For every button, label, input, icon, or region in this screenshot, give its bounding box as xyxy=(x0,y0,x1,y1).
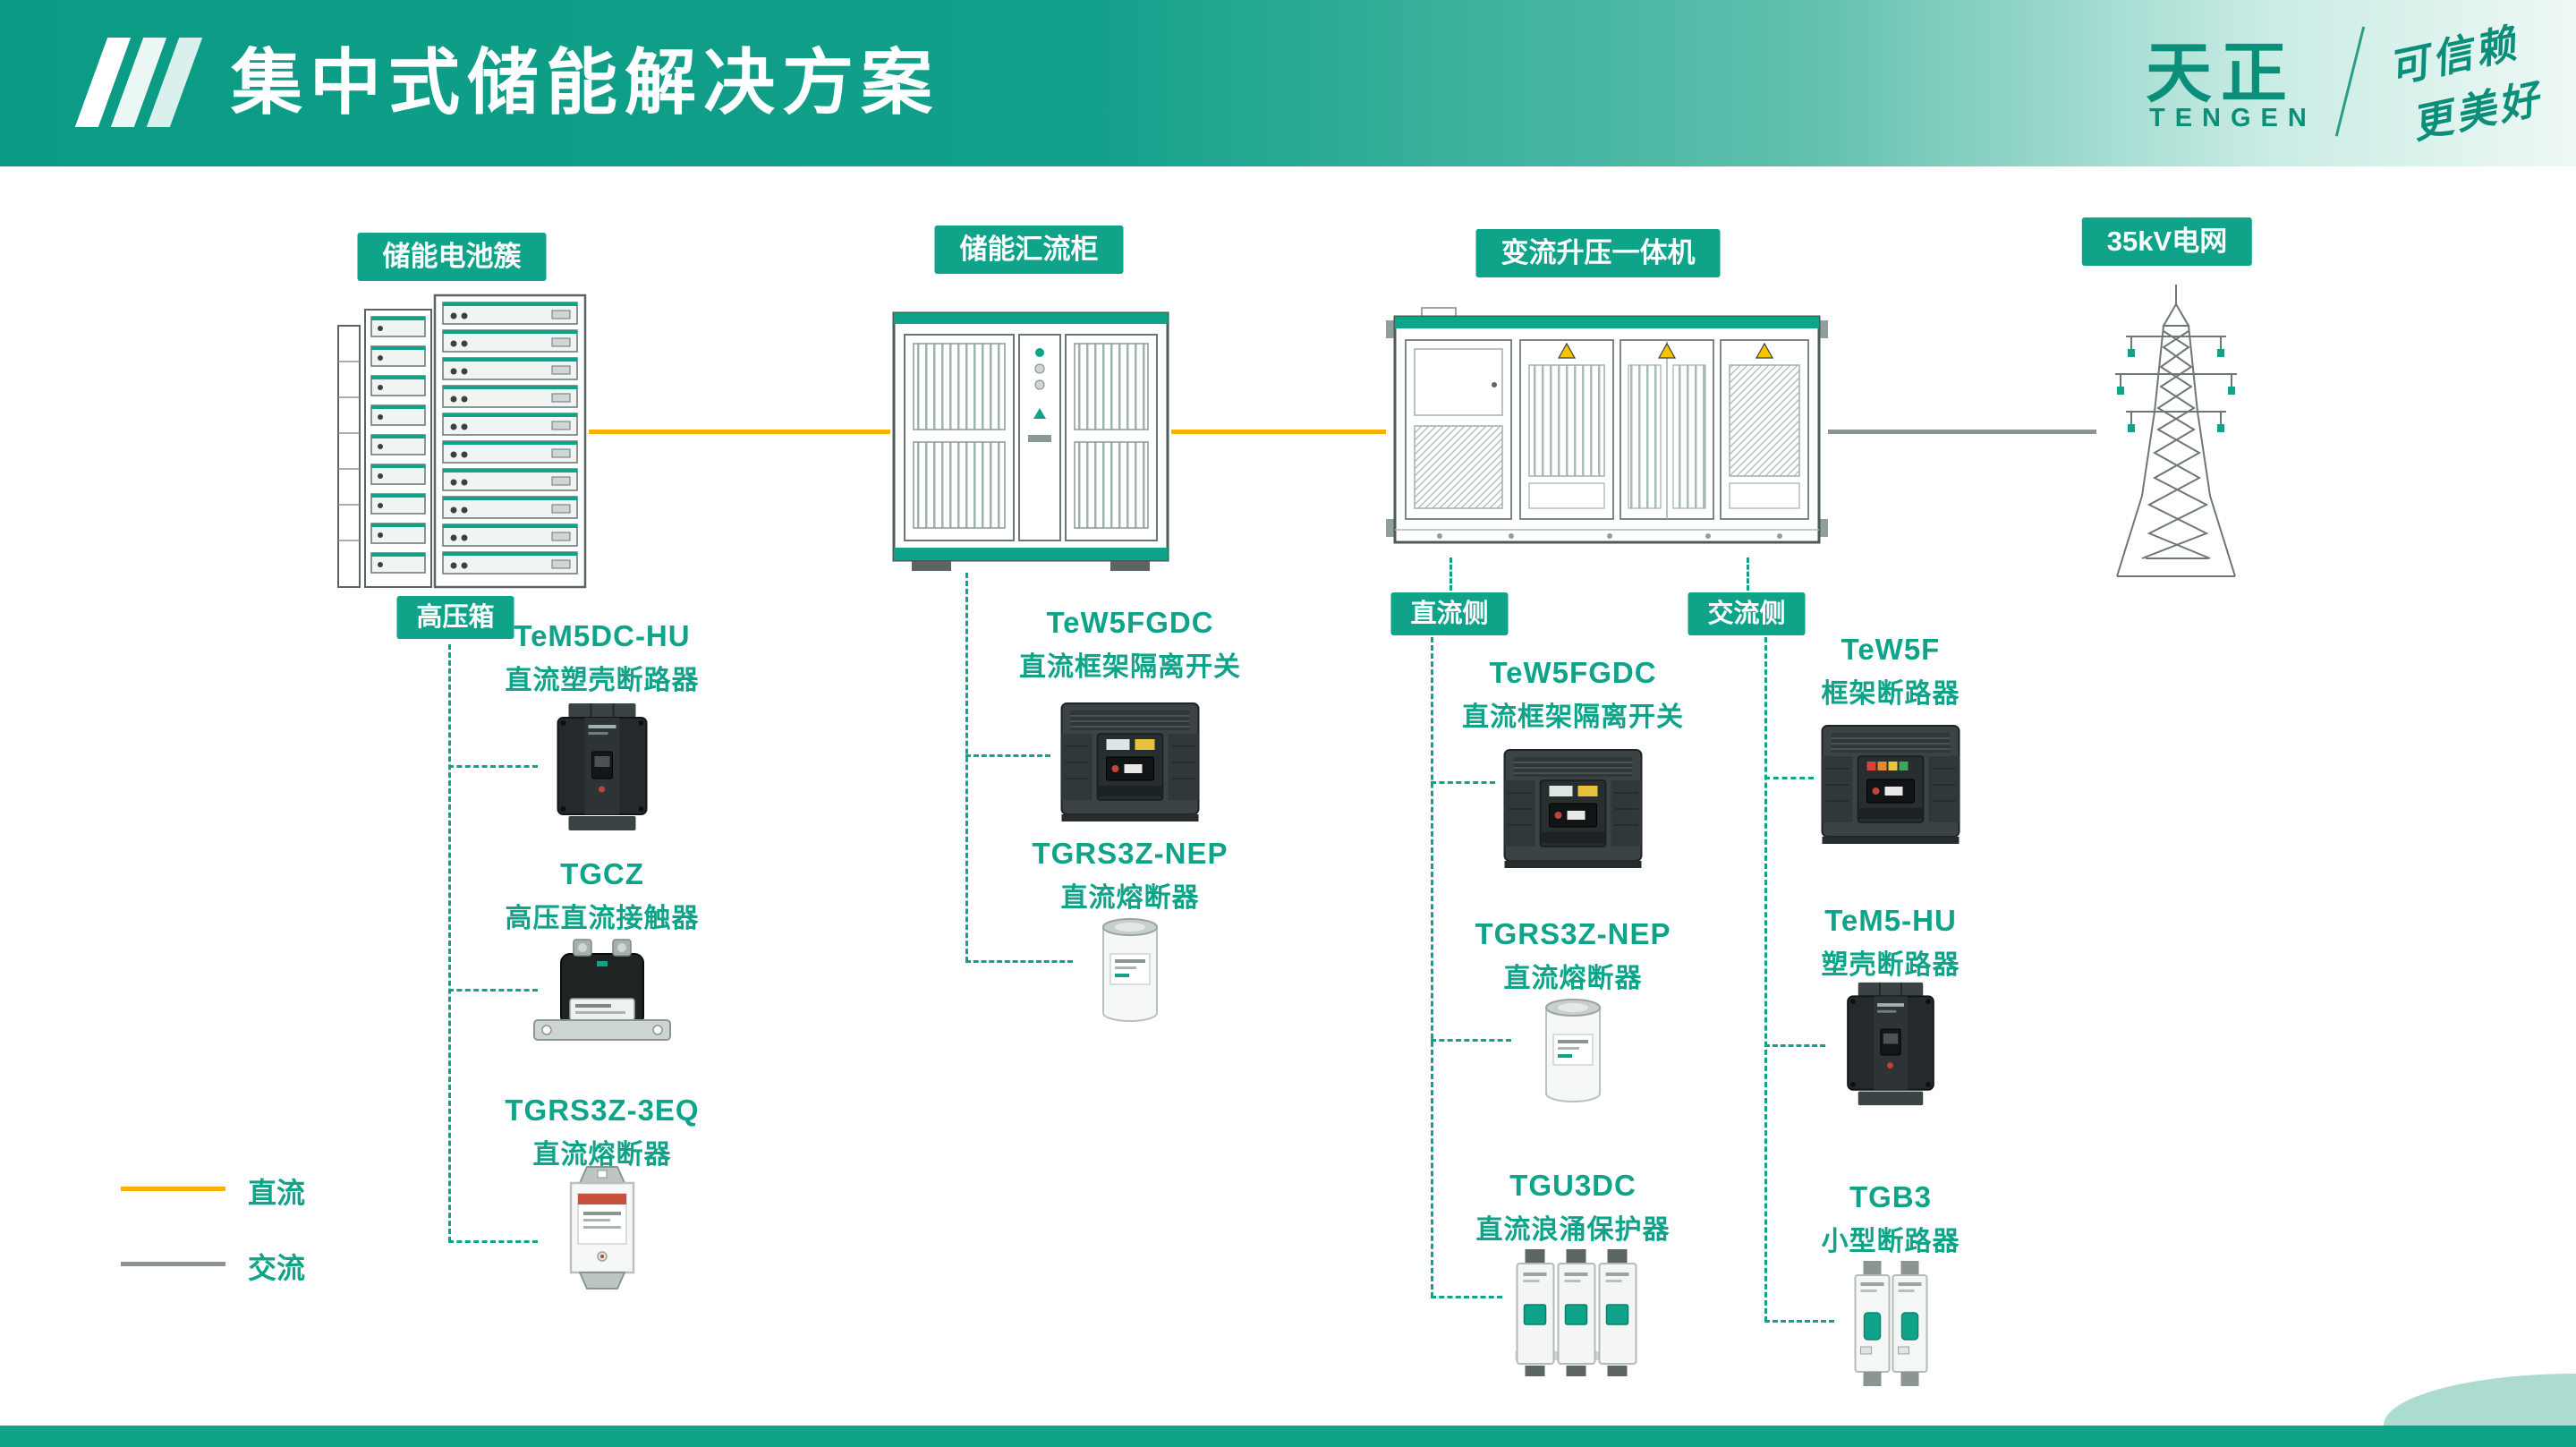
product-card: TeW5FGDC 直流框架隔离开关 xyxy=(1019,606,1241,684)
group-badge-ac-side: 交流侧 xyxy=(1688,592,1806,635)
product-desc: 直流框架隔离开关 xyxy=(1462,702,1684,732)
product-desc: 直流熔断器 xyxy=(1060,883,1200,913)
converter-container-image xyxy=(1386,307,1828,544)
dashed-connector xyxy=(448,1240,538,1243)
dc-line-combiner-converter xyxy=(1171,430,1386,434)
dashed-connector xyxy=(1450,558,1452,591)
product-image-nh-fuse xyxy=(553,1165,651,1295)
product-card: TGRS3Z-3EQ 直流熔断器 xyxy=(505,1094,699,1171)
combiner-cabinet-image xyxy=(892,311,1169,571)
product-desc: 直流浪涌保护器 xyxy=(1475,1215,1671,1245)
dc-line-battery-combiner xyxy=(589,430,890,434)
dashed-connector xyxy=(1431,1296,1502,1298)
product-name: TGRS3Z-3EQ xyxy=(505,1094,700,1127)
product-name: TeW5FGDC xyxy=(1046,606,1214,639)
legend-ac-label: 交流 xyxy=(248,1252,306,1284)
brand-logo-en: TENGEN xyxy=(2149,104,2317,132)
unit-badge-converter: 变流升压一体机 xyxy=(1475,229,1721,277)
product-card: TeM5-HU 塑壳断路器 xyxy=(1822,904,1960,982)
dashed-connector xyxy=(1764,1044,1825,1047)
product-desc: 小型断路器 xyxy=(1821,1227,1960,1256)
product-name: TGCZ xyxy=(560,857,644,890)
product-image-acb-dc xyxy=(1500,737,1647,876)
product-image-acb-ac xyxy=(1817,713,1965,852)
product-name: TGU3DC xyxy=(1509,1169,1637,1202)
product-name: TeM5DC-HU xyxy=(514,619,691,652)
product-card: TGRS3Z-NEP 直流熔断器 xyxy=(1032,837,1228,915)
product-image-cylinder-fuse xyxy=(1085,915,1175,1031)
footer-bar xyxy=(0,1426,2576,1447)
product-image-acb-dc xyxy=(1057,691,1204,830)
grid-tower-illustration xyxy=(2096,281,2257,587)
battery-rack-illustration xyxy=(335,285,589,593)
product-name: TeM5-HU xyxy=(1824,904,1957,937)
unit-badge-combiner: 储能汇流柜 xyxy=(934,226,1124,274)
product-image-mcb xyxy=(1840,1257,1943,1394)
header: 集中式储能解决方案 天正 TENGEN 可信赖 更美好 xyxy=(0,0,2576,166)
dashed-connector xyxy=(1764,777,1814,779)
converter-container-illustration xyxy=(1386,304,1828,560)
product-card: TeM5DC-HU 直流塑壳断路器 xyxy=(506,619,700,697)
footer-corner-decoration xyxy=(2384,1374,2576,1426)
unit-badge-battery: 储能电池簇 xyxy=(357,233,547,281)
dashed-connector xyxy=(965,960,1073,963)
product-name: TeW5F xyxy=(1841,633,1941,666)
product-name: TGRS3Z-NEP xyxy=(1032,837,1228,870)
page-title: 集中式储能解决方案 xyxy=(231,43,939,123)
group-badge-hv-box: 高压箱 xyxy=(396,596,514,639)
dashed-connector xyxy=(448,989,538,992)
product-image-contactor xyxy=(531,932,674,1049)
brand-logo-cn: 天正 xyxy=(2146,36,2296,110)
legend-dc-label: 直流 xyxy=(248,1177,306,1209)
product-desc: 直流熔断器 xyxy=(532,1140,672,1170)
dashed-connector xyxy=(1764,637,1767,1322)
product-desc: 直流熔断器 xyxy=(1503,964,1643,993)
dashed-connector xyxy=(965,754,1050,757)
dashed-connector xyxy=(448,765,538,768)
product-card: TeW5FGDC 直流框架隔离开关 xyxy=(1462,656,1684,734)
product-desc: 直流框架隔离开关 xyxy=(1019,652,1241,682)
dashed-connector xyxy=(1764,1320,1834,1323)
product-name: TGB3 xyxy=(1849,1180,1932,1213)
legend-ac-line xyxy=(121,1262,225,1266)
product-desc: 直流塑壳断路器 xyxy=(505,666,700,695)
product-card: TGB3 小型断路器 xyxy=(1822,1180,1960,1258)
dashed-connector xyxy=(1431,781,1495,784)
product-image-spd xyxy=(1509,1246,1638,1384)
product-desc: 高压直流接触器 xyxy=(505,904,700,933)
grid-tower-image xyxy=(2115,285,2237,577)
product-image-cylinder-fuse xyxy=(1524,995,1622,1111)
product-card: TeW5F 框架断路器 xyxy=(1822,633,1960,711)
product-card: TGRS3Z-NEP 直流熔断器 xyxy=(1475,917,1671,995)
product-card: TGU3DC 直流浪涌保护器 xyxy=(1476,1169,1671,1247)
product-image-mccb-ac xyxy=(1831,979,1951,1113)
unit-badge-grid: 35kV电网 xyxy=(2081,217,2253,266)
product-desc: 框架断路器 xyxy=(1821,679,1960,709)
dashed-connector xyxy=(1431,637,1433,1298)
product-name: TeW5FGDC xyxy=(1489,656,1657,689)
group-badge-dc-side: 直流侧 xyxy=(1390,592,1509,635)
product-desc: 塑壳断路器 xyxy=(1821,950,1960,980)
product-name: TGRS3Z-NEP xyxy=(1475,917,1671,950)
product-card: TGCZ 高压直流接触器 xyxy=(506,857,700,935)
brand-divider xyxy=(2334,26,2366,137)
title-bars-icon xyxy=(74,38,203,127)
legend-dc-line xyxy=(121,1187,225,1191)
dashed-connector xyxy=(448,644,451,1242)
dashed-connector xyxy=(965,573,968,962)
dashed-connector xyxy=(1431,1039,1511,1042)
product-image-mccb-dc xyxy=(542,700,663,838)
ac-line-converter-grid xyxy=(1828,430,2096,434)
battery-rack-image xyxy=(337,294,587,589)
combiner-cabinet-illustration xyxy=(890,304,1171,577)
dashed-connector xyxy=(1747,558,1749,591)
